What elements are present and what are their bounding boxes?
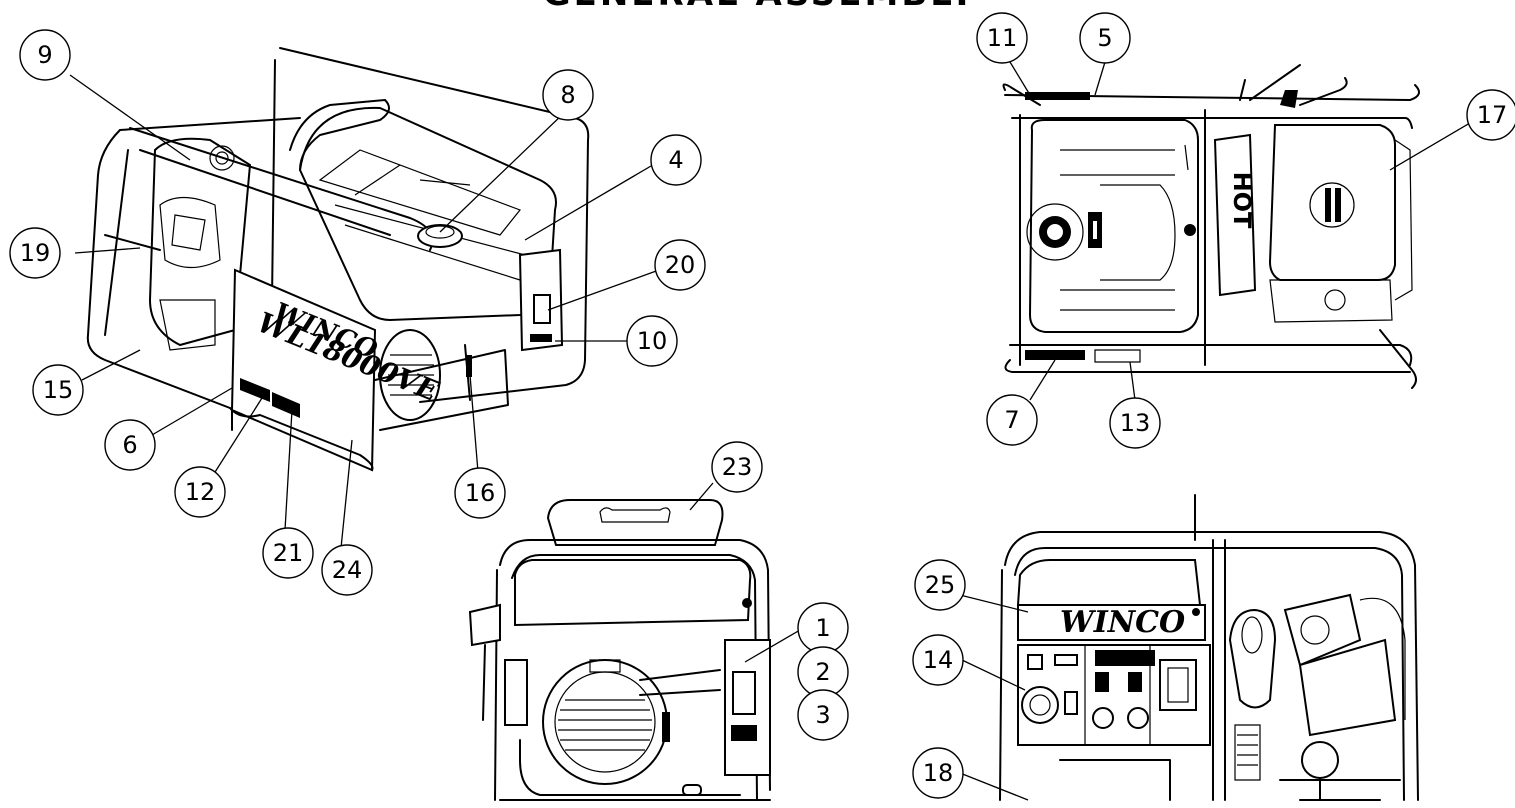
svg-text:5: 5 <box>1097 24 1112 52</box>
page-title: GENERAL ASSEMBLY <box>520 0 1000 14</box>
svg-text:11: 11 <box>987 24 1018 52</box>
callout-10: 10 <box>626 315 678 367</box>
svg-text:2: 2 <box>815 658 830 686</box>
isometric-view: WINCO WL18000VE <box>86 47 590 472</box>
svg-text:21: 21 <box>273 539 304 567</box>
callout-3: 3 <box>797 689 849 741</box>
svg-text:18: 18 <box>923 759 954 787</box>
callout-24: 24 <box>321 544 373 596</box>
svg-text:23: 23 <box>722 453 753 481</box>
svg-text:20: 20 <box>665 251 696 279</box>
svg-text:13: 13 <box>1120 409 1151 437</box>
svg-text:15: 15 <box>43 376 74 404</box>
svg-text:12: 12 <box>185 478 216 506</box>
callout-19: 19 <box>9 227 61 279</box>
front-view: WINCO <box>999 494 1419 801</box>
callout-16: 16 <box>454 467 506 519</box>
svg-text:8: 8 <box>560 81 575 109</box>
svg-text:1: 1 <box>815 614 830 642</box>
svg-text:16: 16 <box>465 479 496 507</box>
callout-20: 20 <box>654 239 706 291</box>
callout-9: 9 <box>19 29 71 81</box>
svg-text:24: 24 <box>332 556 363 584</box>
svg-text:4: 4 <box>668 146 683 174</box>
end-view <box>468 499 771 801</box>
svg-text:17: 17 <box>1477 101 1508 129</box>
svg-text:9: 9 <box>37 41 52 69</box>
callout-12: 12 <box>174 466 226 518</box>
callout-15: 15 <box>32 364 84 416</box>
leader-lines <box>69 61 1476 801</box>
callout-23: 23 <box>711 441 763 493</box>
svg-text:10: 10 <box>637 327 668 355</box>
front-brand-logo: WINCO <box>1060 605 1185 640</box>
callout-21: 21 <box>262 527 314 579</box>
callout-5: 5 <box>1079 12 1131 64</box>
callout-6: 6 <box>104 419 156 471</box>
callout-8: 8 <box>542 69 594 121</box>
callout-18: 18 <box>912 747 964 799</box>
callout-17: 17 <box>1466 89 1515 141</box>
callout-14: 14 <box>912 634 964 686</box>
svg-text:6: 6 <box>122 431 137 459</box>
callout-1: 1 <box>797 602 849 654</box>
svg-text:19: 19 <box>20 239 51 267</box>
svg-text:25: 25 <box>925 571 956 599</box>
callout-7: 7 <box>986 394 1038 446</box>
callouts: 9 8 4 19 20 10 15 6 12 16 21 24 11 5 17 … <box>9 12 1515 799</box>
hot-label: HOT <box>1228 172 1256 229</box>
svg-text:7: 7 <box>1004 406 1019 434</box>
top-view: HOT <box>1002 64 1420 389</box>
callout-13: 13 <box>1109 397 1161 449</box>
callout-2: 2 <box>797 646 849 698</box>
callout-11: 11 <box>976 12 1028 64</box>
callout-25: 25 <box>914 559 966 611</box>
svg-text:14: 14 <box>923 646 954 674</box>
callout-4: 4 <box>650 134 702 186</box>
svg-text:3: 3 <box>815 701 830 729</box>
